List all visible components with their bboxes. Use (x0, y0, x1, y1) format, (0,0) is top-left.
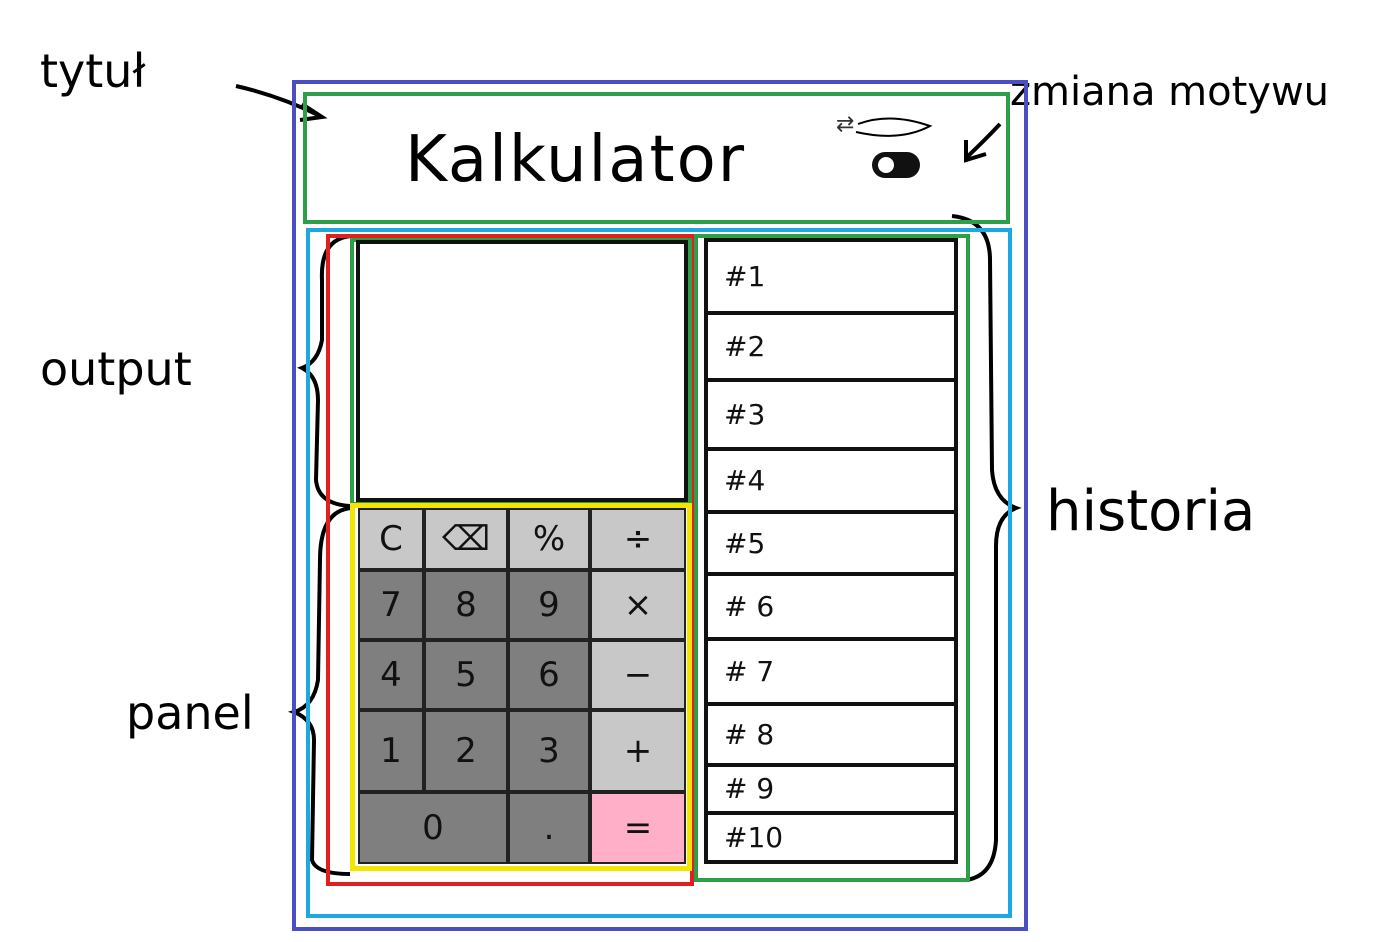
digit-9-button[interactable]: 9 (508, 570, 590, 640)
equals-button[interactable]: = (590, 792, 686, 864)
digit-3-button[interactable]: 3 (508, 710, 590, 792)
history-annotation: historia (1046, 479, 1256, 544)
add-button[interactable]: + (590, 710, 686, 792)
theme-annotation: zmiana motywu (1010, 69, 1330, 115)
output-brace (297, 234, 353, 508)
history-item[interactable]: #2 (708, 315, 954, 383)
digit-1-button[interactable]: 1 (358, 710, 424, 792)
keypad: C ⌫ % ÷ 7 8 9 × 4 5 6 − 1 2 3 + 0 . = (358, 508, 686, 864)
history-item[interactable]: #3 (708, 382, 954, 452)
app-title: Kalkulator (405, 123, 747, 197)
panel-frame (350, 503, 692, 871)
body-frame (306, 228, 1012, 918)
calculator-frame (326, 234, 694, 886)
percent-button[interactable]: % (508, 508, 590, 570)
digit-6-button[interactable]: 6 (508, 640, 590, 710)
output-annotation: output (40, 342, 192, 396)
toggle-switch-icon (878, 157, 894, 173)
theme-toggle[interactable] (872, 152, 920, 178)
title-frame (303, 92, 1010, 224)
history-item[interactable]: # 6 (708, 576, 954, 641)
history-item[interactable]: # 9 (708, 767, 954, 815)
history-item[interactable]: #5 (708, 514, 954, 576)
divide-button[interactable]: ÷ (590, 508, 686, 570)
history-item[interactable]: #1 (708, 242, 954, 316)
digit-7-button[interactable]: 7 (358, 570, 424, 640)
theme-arrow-head (964, 140, 987, 163)
swap-arrows-icon: ⇄ (836, 112, 855, 137)
digit-8-button[interactable]: 8 (424, 570, 508, 640)
backspace-button[interactable]: ⌫ (424, 508, 508, 570)
digit-0-button[interactable]: 0 (358, 792, 508, 864)
title-annotation: tytuł (40, 44, 146, 98)
history-item[interactable]: # 8 (708, 706, 954, 768)
history-item[interactable]: #4 (708, 451, 954, 515)
subtract-button[interactable]: − (590, 640, 686, 710)
multiply-button[interactable]: × (590, 570, 686, 640)
history-list: #1 #2 #3 #4 #5 # 6 # 7 # 8 # 9 #10 (704, 238, 958, 864)
clear-button[interactable]: C (358, 508, 424, 570)
theme-arrow (964, 122, 1002, 160)
output-display (356, 240, 688, 502)
motion-swirl (855, 117, 933, 137)
history-frame (694, 234, 970, 882)
app-frame (292, 80, 1028, 931)
digit-4-button[interactable]: 4 (358, 640, 424, 710)
history-item[interactable]: #10 (724, 820, 784, 854)
decimal-button[interactable]: . (508, 792, 590, 864)
digit-5-button[interactable]: 5 (424, 640, 508, 710)
title-arrow-head (299, 102, 328, 122)
history-brace (951, 214, 1022, 882)
digit-2-button[interactable]: 2 (424, 710, 508, 792)
panel-annotation: panel (126, 686, 254, 740)
history-item[interactable]: # 7 (708, 641, 954, 706)
